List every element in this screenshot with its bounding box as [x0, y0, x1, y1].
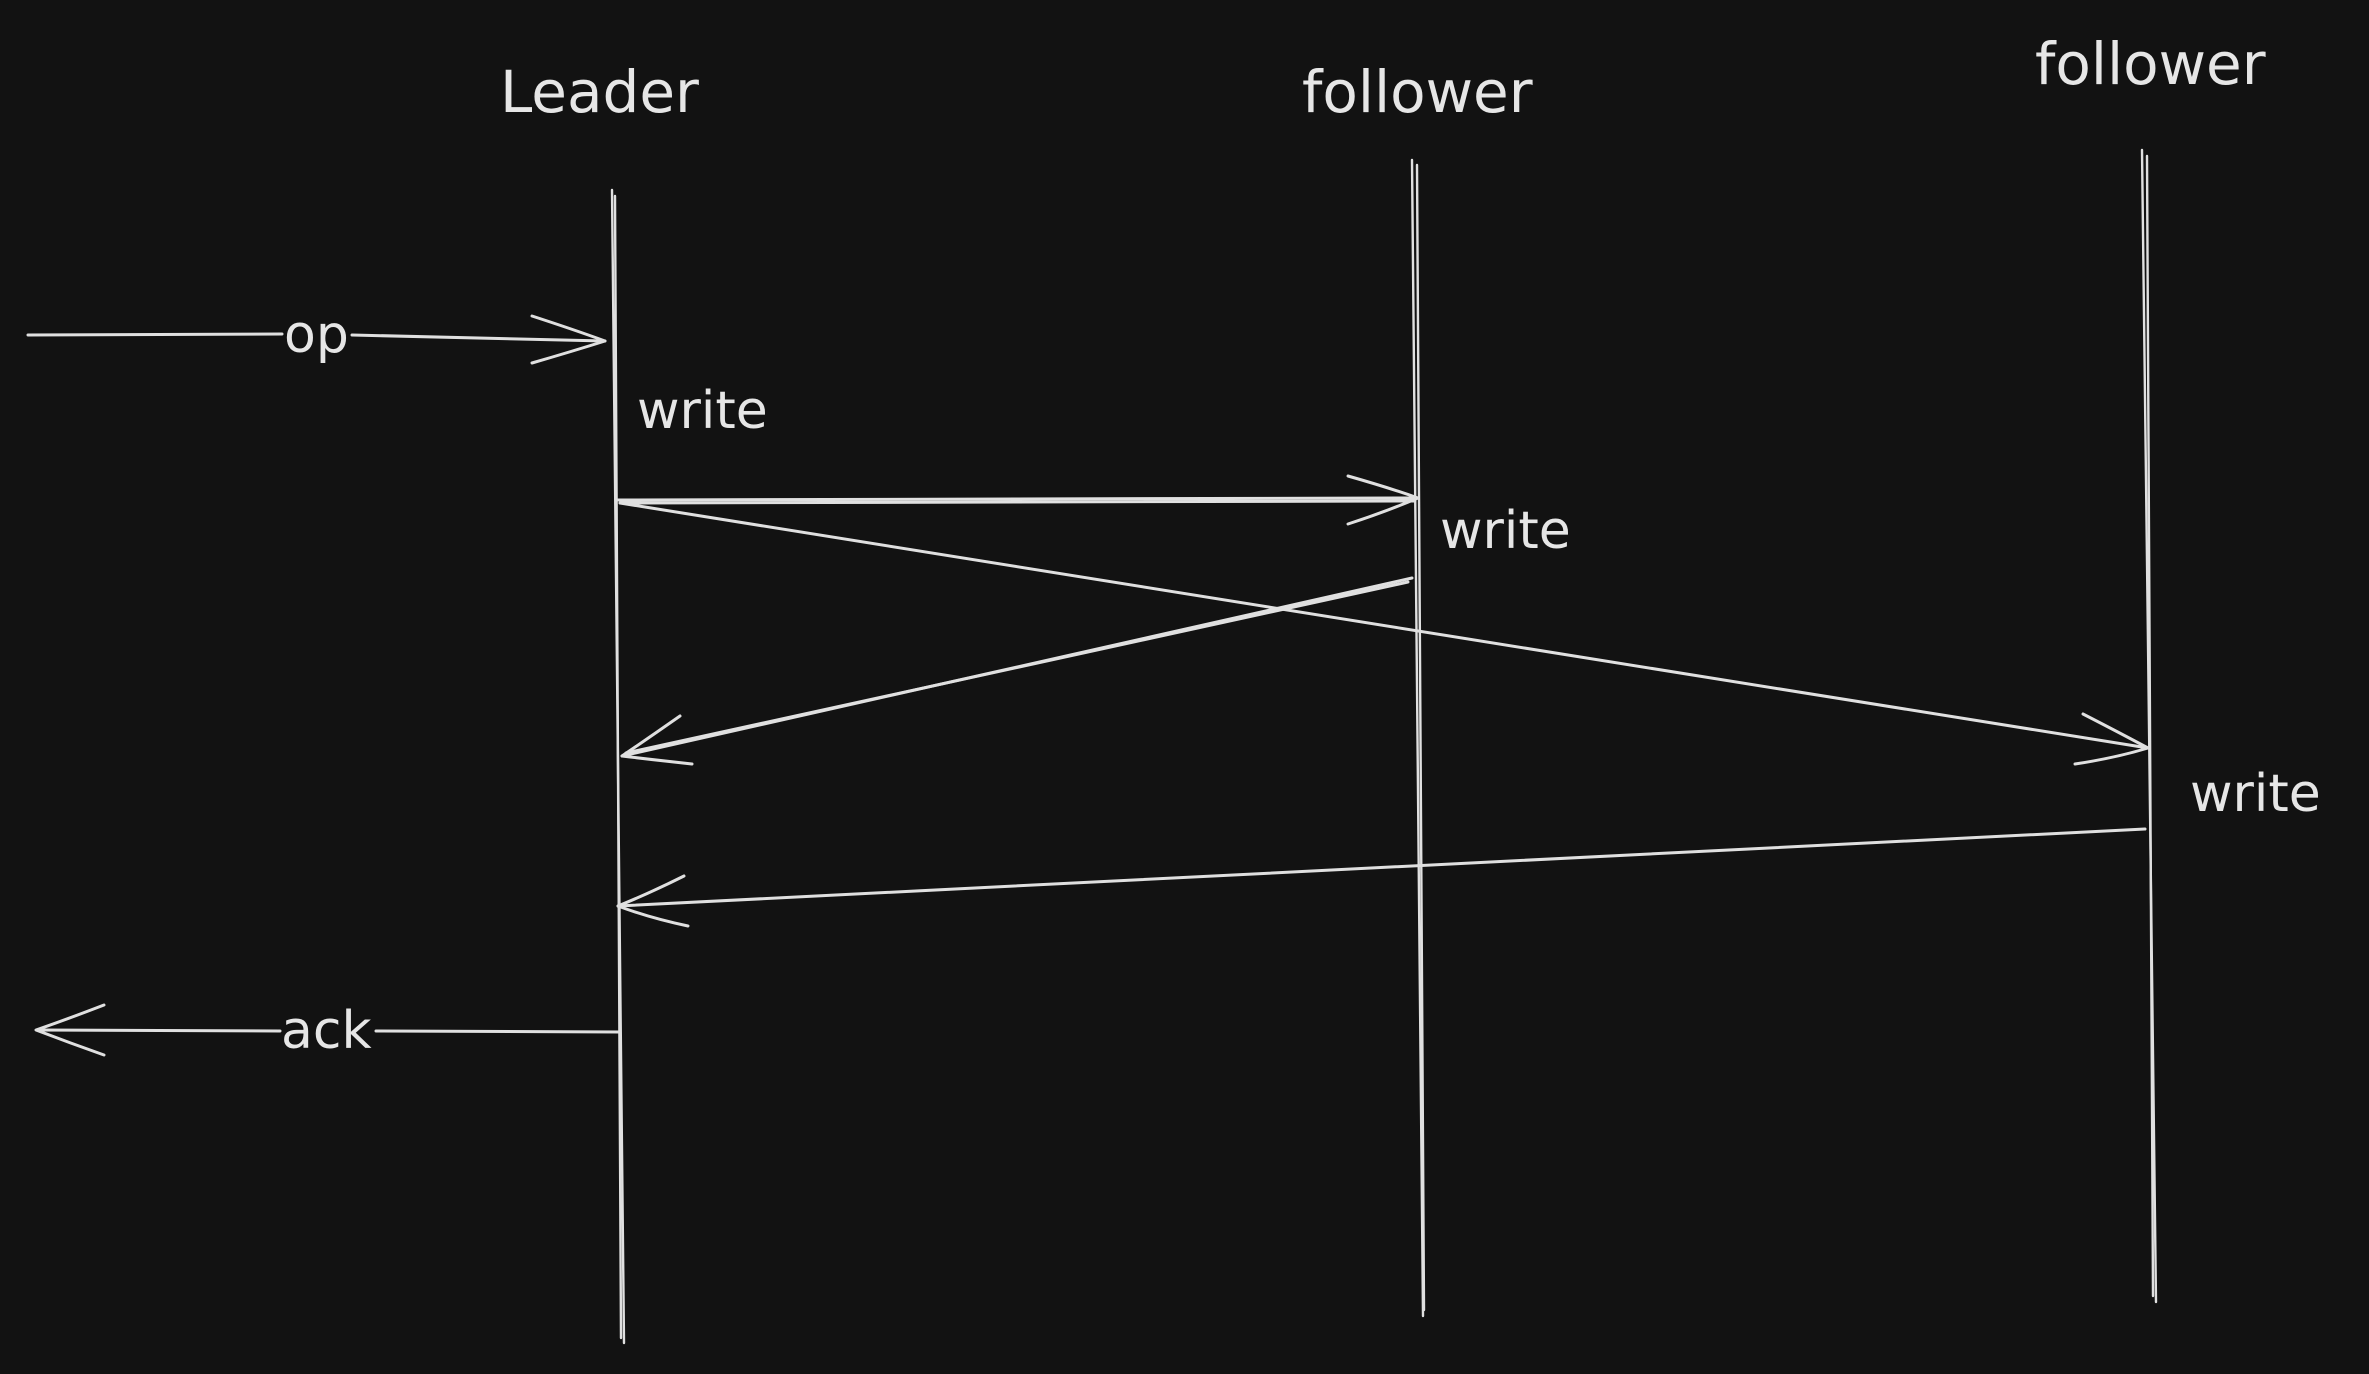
message-op-arrow	[26, 314, 607, 365]
leader-write-label: write	[637, 381, 768, 441]
message-ack-arrow	[34, 1003, 622, 1057]
participant-follower-1-label: follower	[1302, 58, 1533, 126]
participant-leader-label: Leader	[500, 58, 699, 126]
lifeline-follower-2	[2140, 148, 2158, 1304]
message-ack-label: ack	[281, 1001, 372, 1061]
follower-1-write-label: write	[1440, 501, 1571, 561]
participant-follower-2-label: follower	[2035, 30, 2266, 98]
replicate-to-follower-1-arrow	[616, 474, 1420, 526]
follower-1-ack-arrow	[620, 576, 1414, 766]
message-op-label: op	[284, 305, 349, 365]
follower-2-ack-arrow	[616, 827, 2147, 928]
follower-2-write-label: write	[2190, 764, 2321, 824]
lifeline-follower-1	[1410, 158, 1426, 1318]
lifeline-leader	[610, 188, 626, 1345]
replicate-to-follower-2-arrow	[618, 501, 2150, 766]
